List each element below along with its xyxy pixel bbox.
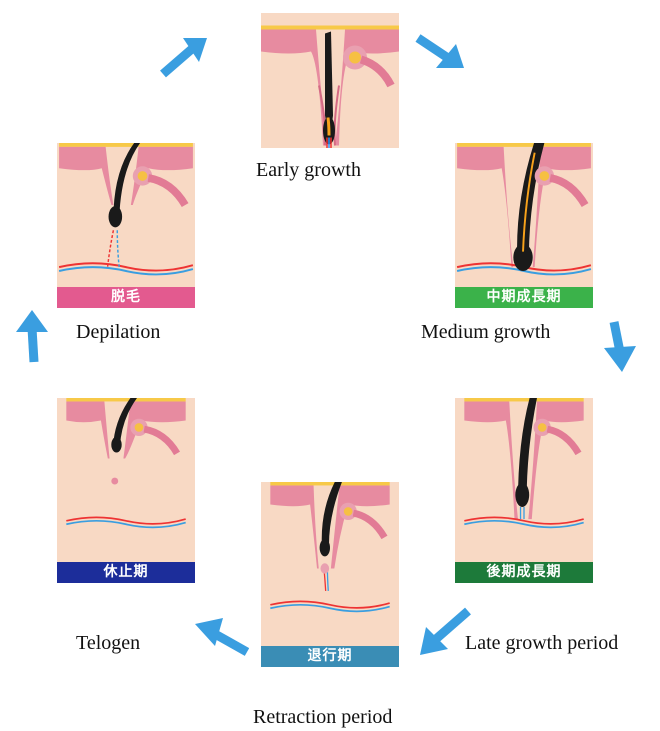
arrow-depilation-to-early bbox=[155, 30, 211, 86]
stage-panel-late: 後期成長期 bbox=[455, 398, 593, 583]
late-growth-illustration bbox=[455, 398, 593, 558]
stage-banner-retraction: 退行期 bbox=[261, 646, 399, 667]
arrow-retraction-to-telogen bbox=[193, 612, 249, 668]
stage-banner-telogen: 休止期 bbox=[57, 562, 195, 583]
stage-banner-depilation: 脱毛 bbox=[57, 287, 195, 308]
stage-banner-medium: 中期成長期 bbox=[455, 287, 593, 308]
early-growth-illustration bbox=[261, 13, 399, 148]
stage-panel-early bbox=[261, 13, 399, 148]
stage-panel-retraction: 退行期 bbox=[261, 482, 399, 667]
arrow-early-to-medium bbox=[412, 24, 468, 80]
stage-label-retraction: Retraction period bbox=[253, 706, 392, 729]
retraction-illustration bbox=[261, 482, 399, 642]
telogen-illustration bbox=[57, 398, 195, 558]
stage-label-telogen: Telogen bbox=[76, 632, 140, 655]
stage-label-depilation: Depilation bbox=[76, 321, 160, 344]
arrow-medium-to-late bbox=[592, 318, 648, 374]
medium-growth-illustration bbox=[455, 143, 593, 303]
arrow-late-to-retraction bbox=[416, 605, 472, 661]
stage-panel-medium: 中期成長期 bbox=[455, 143, 593, 308]
arrow-telogen-to-depilation bbox=[6, 308, 62, 364]
stage-label-early: Early growth bbox=[256, 159, 361, 182]
depilation-illustration bbox=[57, 143, 195, 303]
stage-panel-telogen: 休止期 bbox=[57, 398, 195, 583]
stage-label-medium: Medium growth bbox=[421, 321, 550, 344]
stage-panel-depilation: 脱毛 bbox=[57, 143, 195, 308]
stage-label-late: Late growth period bbox=[465, 632, 618, 655]
stage-banner-late: 後期成長期 bbox=[455, 562, 593, 583]
